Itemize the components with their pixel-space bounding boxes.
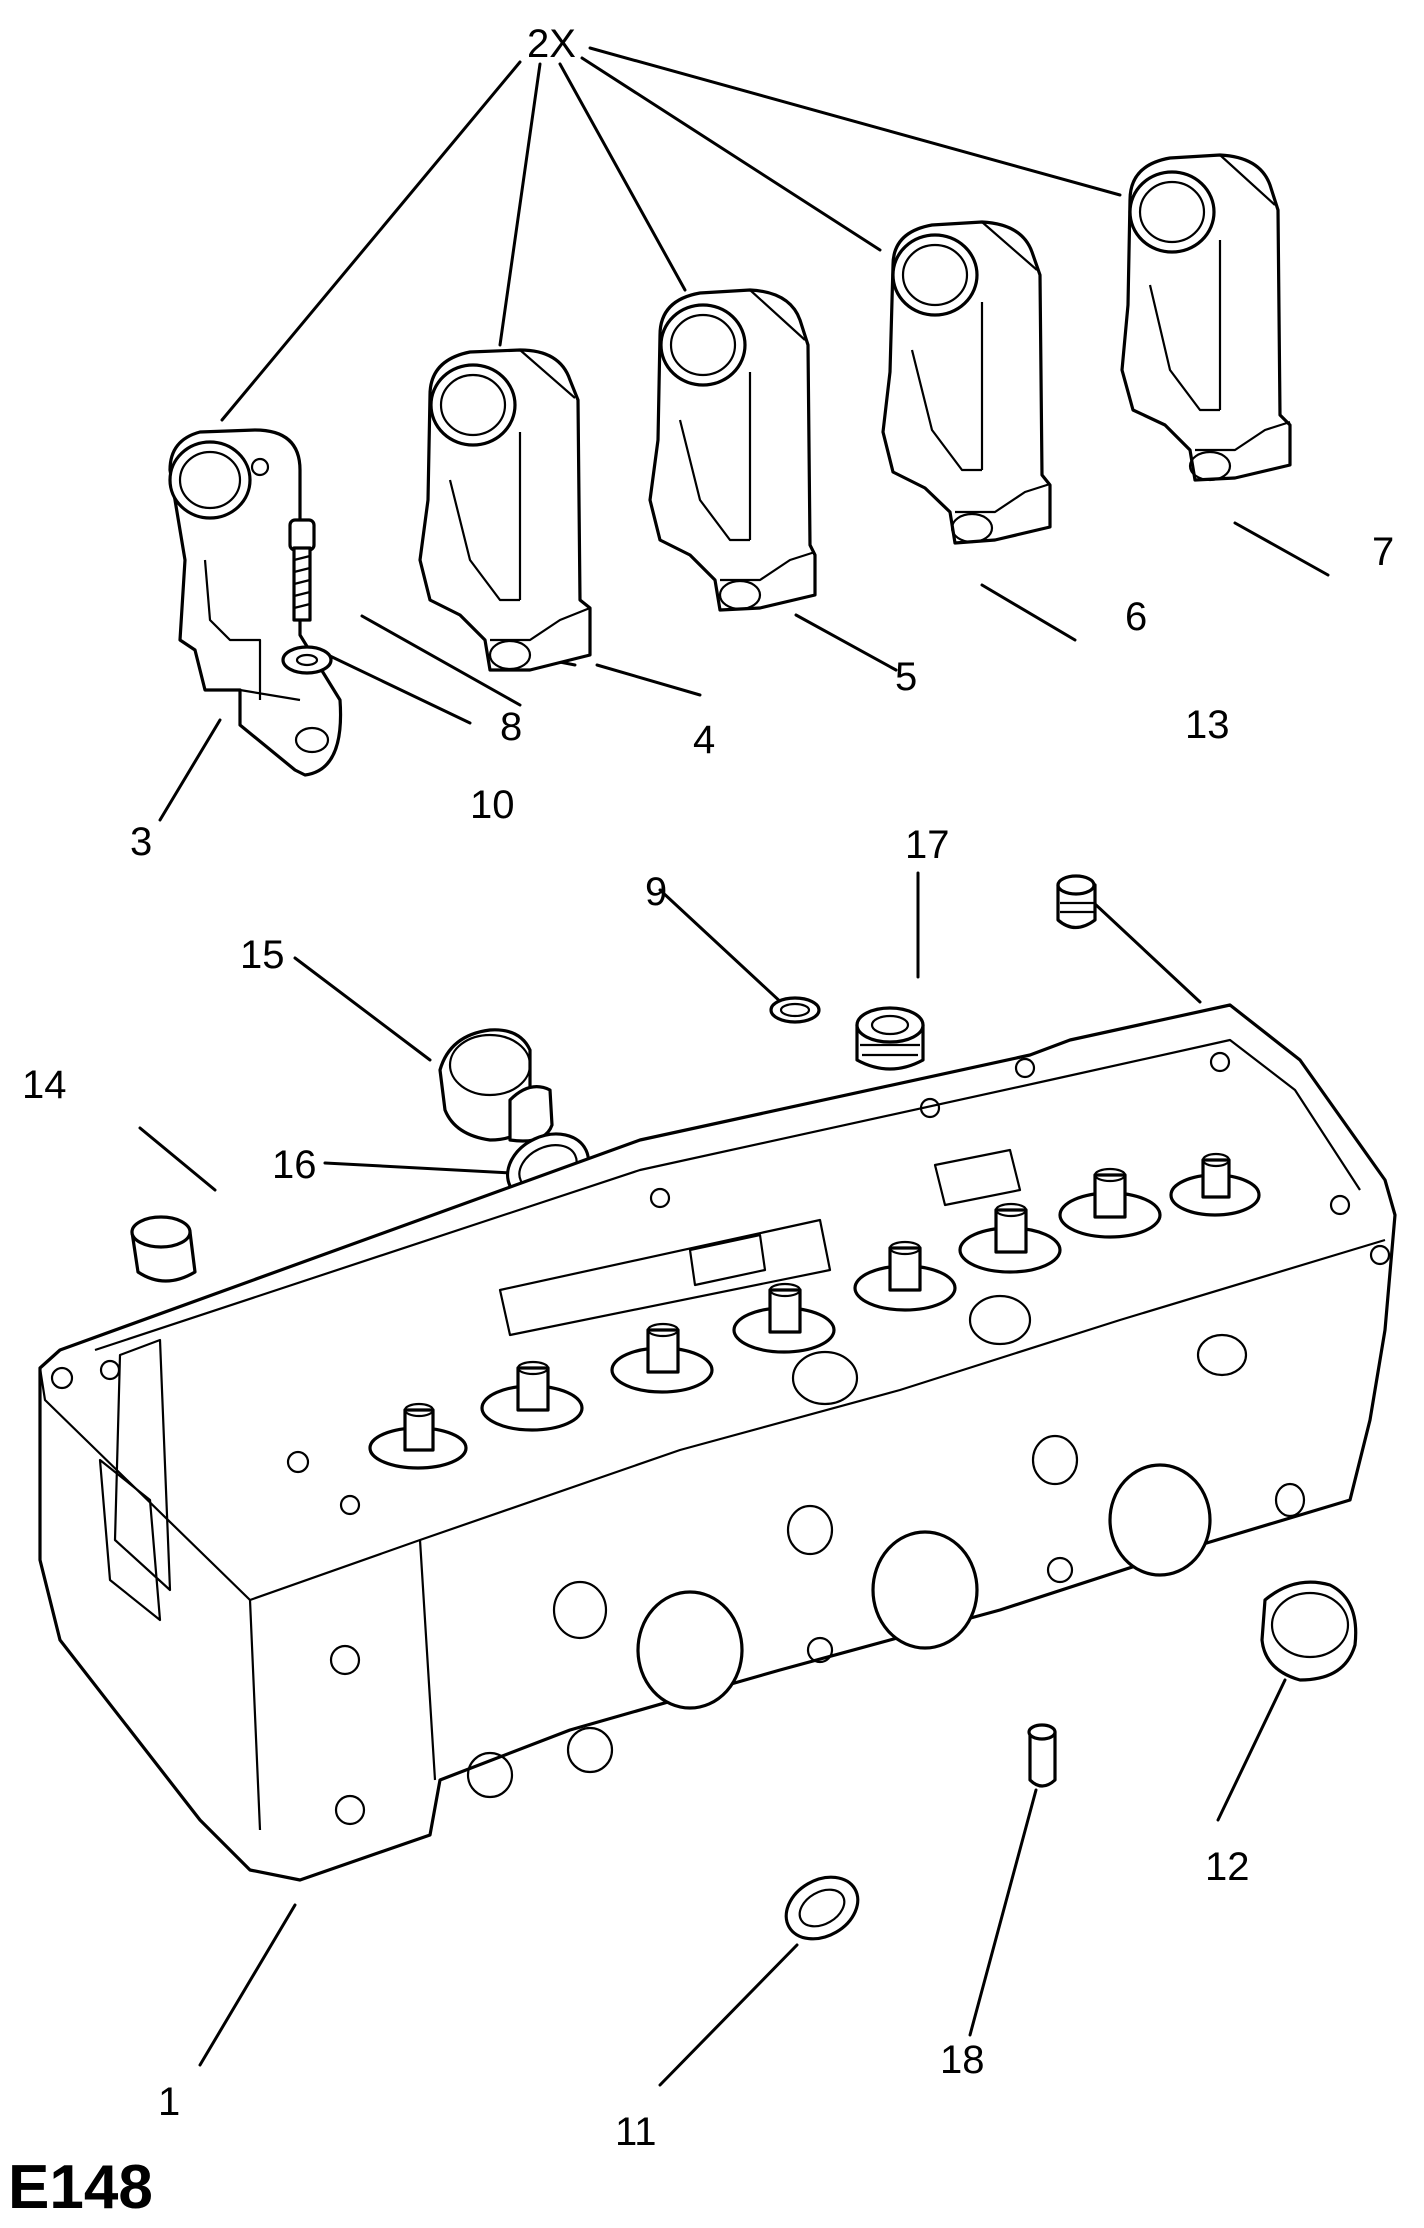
bearing-cap-7 [1120, 153, 1292, 482]
bearing-cap-4 [418, 348, 592, 672]
seal-17 [784, 1875, 860, 1941]
cylinder-head-1 [38, 1003, 1397, 1882]
label-12: 13 [1185, 703, 1230, 747]
washer-10 [281, 645, 333, 675]
label-6: 6 [1125, 595, 1147, 639]
label-17: 11 [615, 2110, 657, 2154]
label-15: 16 [272, 1143, 317, 1187]
bearing-cap-6 [881, 220, 1052, 545]
plug-14 [438, 1028, 554, 1143]
label-16: 17 [905, 823, 950, 867]
label-11: 12 [1205, 1845, 1250, 1889]
valve-guides [368, 1152, 1261, 1470]
label-4: 4 [693, 718, 715, 762]
dowel-18 [1027, 1723, 1057, 1788]
label-13: 14 [22, 1063, 67, 1107]
callout-labels: 2X 3 8 10 4 5 6 7 13 9 17 15 14 16 12 18… [8, 22, 1394, 2222]
diagram-code: E148 [8, 2153, 153, 2222]
sleeve-13 [130, 1215, 197, 1283]
bearing-cap-5 [648, 288, 817, 612]
label-14: 15 [240, 933, 285, 977]
label-7: 7 [1372, 530, 1394, 574]
label-9: 9 [645, 870, 667, 914]
plug-16 [855, 1006, 925, 1071]
label-5: 5 [895, 655, 917, 699]
bearing-cap-3 [168, 428, 343, 777]
label-8: 8 [500, 705, 522, 749]
seal-9 [769, 996, 821, 1024]
label-18: 18 [940, 2038, 985, 2082]
label-3: 3 [130, 820, 152, 864]
bolt-8 [288, 518, 316, 622]
leader-lines [138, 46, 1330, 2087]
label-10: 10 [470, 783, 515, 827]
plug-12 [1056, 874, 1097, 930]
plug-11 [1260, 1580, 1358, 1682]
label-1: 1 [158, 2080, 180, 2124]
label-2x: 2X [527, 22, 576, 66]
